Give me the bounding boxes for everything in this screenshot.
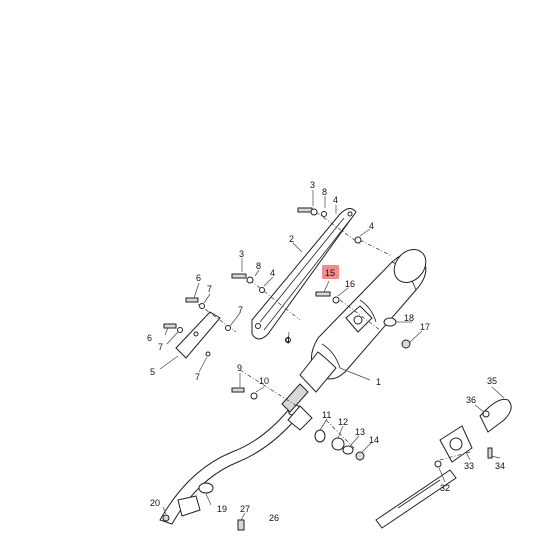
- callout-32: 32: [440, 483, 450, 493]
- callout-35: 35: [487, 376, 497, 386]
- callout-19: 19: [217, 504, 227, 514]
- callout-13: 13: [355, 427, 365, 437]
- callout-26: 26: [269, 513, 279, 523]
- callout-7: 7: [158, 342, 163, 352]
- callout-34: 34: [495, 461, 505, 471]
- callout-11: 11: [322, 410, 331, 420]
- header-pipe: [159, 383, 313, 525]
- callout-16: 16: [345, 279, 355, 289]
- callout-1: 1: [376, 377, 381, 387]
- callout-4: 4: [369, 221, 374, 231]
- callout-33: 33: [464, 461, 474, 471]
- callout-labels: 1 2 3 3 4 4 4 4 5 6 6 7 7 7 7 8 8 9 10 1…: [147, 180, 505, 523]
- muffler: [299, 249, 427, 393]
- callout-15: 15: [325, 268, 335, 278]
- callout-6: 6: [196, 273, 201, 283]
- right-side-assembly: [375, 398, 512, 529]
- callout-7: 7: [207, 284, 212, 294]
- callout-12: 12: [338, 417, 348, 427]
- callout-2: 2: [289, 234, 294, 244]
- leader-lines: [159, 190, 505, 521]
- callout-17: 17: [420, 322, 430, 332]
- callout-6: 6: [147, 333, 152, 343]
- callout-36: 36: [466, 395, 476, 405]
- callout-14: 14: [369, 435, 379, 445]
- fasteners: [162, 207, 493, 531]
- callout-3: 3: [239, 249, 244, 259]
- callout-10: 10: [259, 376, 269, 386]
- callout-3: 3: [310, 180, 315, 190]
- small-guard: [175, 311, 221, 359]
- callout-7: 7: [238, 305, 243, 315]
- callout-9: 9: [237, 363, 242, 373]
- callout-4: 4: [270, 268, 275, 278]
- callout-20: 20: [150, 498, 160, 508]
- callout-18: 18: [404, 313, 414, 323]
- callout-8: 8: [322, 187, 327, 197]
- callout-4: 4: [333, 195, 338, 205]
- callout-8: 8: [256, 261, 261, 271]
- callout-7: 7: [195, 372, 200, 382]
- heat-shield: [251, 208, 357, 340]
- callout-highlight: [322, 265, 339, 279]
- callout-27: 27: [240, 504, 250, 514]
- callout-5: 5: [150, 367, 155, 377]
- callout-4: 4: [285, 335, 290, 345]
